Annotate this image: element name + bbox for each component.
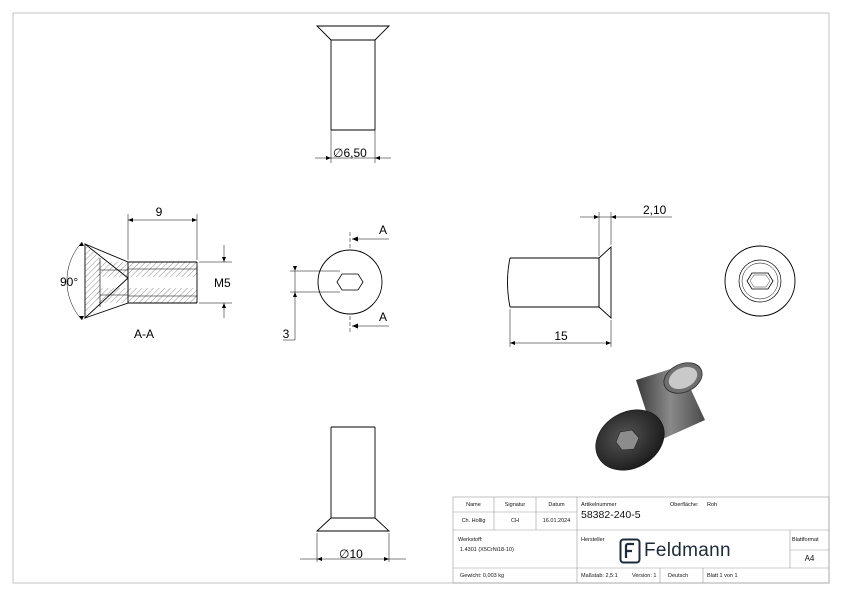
sheet-value: Blatt 1 von 1 [707, 573, 738, 579]
version-value: Version: 1 [632, 573, 657, 579]
socket-view [283, 232, 389, 341]
date-header: Datum [548, 502, 565, 508]
title-block [452, 496, 830, 584]
manufacturer-value: Feldmann [644, 540, 731, 561]
section-thread-label: M5 [214, 276, 231, 290]
length-label: 15 [554, 329, 568, 343]
head-height-label: 2,10 [643, 203, 667, 217]
article-number-header: Artikelnummer [581, 502, 617, 508]
top-view [315, 25, 391, 163]
article-number-value: 58382-240-5 [581, 509, 641, 521]
side-view [507, 212, 672, 347]
section-label: A-A [134, 327, 154, 341]
signature-value: CH [511, 518, 519, 524]
section-view [66, 214, 232, 321]
hex-offset-label: 3 [283, 327, 290, 341]
sheet-border [12, 12, 830, 584]
scale-value: Maßstab: 2,5:1 [581, 573, 618, 579]
section-angle-label: 90° [60, 275, 78, 289]
language-value: Deutsch [668, 573, 689, 579]
manufacturer-logo: Feldmann [619, 538, 789, 564]
surface-value: Roh [707, 502, 718, 508]
name-header: Name [466, 502, 481, 508]
name-value: Ch. Hollig [461, 518, 486, 524]
bottom-diameter-label: ∅10 [339, 547, 363, 561]
manufacturer-header: Hersteller [581, 537, 605, 543]
top-diameter-label: ∅6,50 [333, 146, 367, 160]
date-value: 16.01.2024 [542, 518, 571, 524]
isometric-render [595, 362, 705, 471]
signature-header: Signatur [504, 502, 526, 508]
sheet-format-header: Blattformat [792, 537, 819, 543]
surface-header: Oberfläche: [670, 502, 699, 508]
section-marker-bottom: A [379, 310, 387, 324]
section-marker-top: A [379, 223, 387, 237]
material-header: Werkstoff: [458, 537, 483, 543]
feldmann-logo-icon [619, 538, 641, 564]
end-view [724, 245, 796, 317]
bottom-view [300, 426, 406, 562]
weight-value: Gewicht: 0,003 kg [460, 573, 505, 579]
sheet-format-value: A4 [804, 554, 815, 563]
material-value: 1.4301 (X5CrNi18-10) [460, 547, 514, 553]
section-length-label: 9 [156, 205, 163, 219]
